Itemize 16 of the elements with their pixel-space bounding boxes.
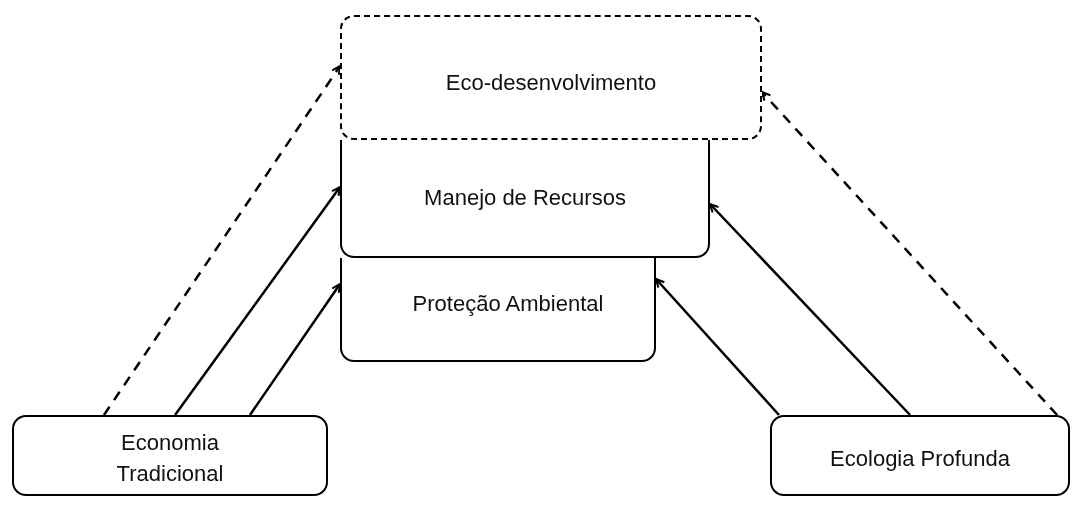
- arrow: [709, 203, 911, 416]
- arrow: [655, 278, 780, 416]
- arrow: [248, 283, 342, 416]
- rounded-box: [12, 415, 328, 496]
- arrow: [761, 91, 1059, 416]
- rounded-box: [340, 258, 656, 362]
- box-label: Eco-desenvolvimento: [445, 69, 657, 97]
- rounded-box: [340, 15, 762, 140]
- box-label: Ecologia Profunda: [830, 445, 1010, 473]
- rounded-box: [340, 140, 710, 258]
- arrow: [102, 65, 342, 416]
- box-label: Economia Tradicional: [115, 429, 225, 488]
- box-label: Manejo de Recursos: [424, 184, 626, 212]
- rounded-box: [770, 415, 1070, 496]
- box-label: Proteção Ambiental: [412, 290, 604, 318]
- arrow: [174, 186, 341, 416]
